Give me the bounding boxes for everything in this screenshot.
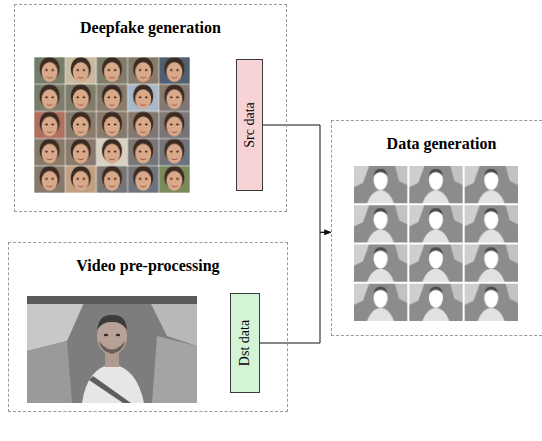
dashed-stage-box: Video pre-processingDst data (8, 242, 288, 412)
stage-title: Data generation (332, 135, 542, 153)
flow-connector (260, 232, 331, 343)
generated-face-grid (353, 165, 519, 322)
bar-label: Src data (242, 102, 258, 147)
stage-title: Video pre-processing (9, 257, 287, 275)
face-tiles (34, 57, 190, 193)
grid-ground (34, 57, 190, 193)
data-bar: Dst data (230, 293, 260, 393)
dashed-stage-box: Data generation (331, 120, 542, 336)
stage-title: Deepfake generation (15, 19, 286, 37)
face-grid-image (34, 57, 190, 193)
driver-body (82, 364, 144, 403)
data-tiles (353, 165, 519, 322)
driver-video-frame (27, 296, 197, 403)
dashed-stage-box: Deepfake generationSrc data (14, 4, 287, 212)
data-bar: Src data (236, 59, 263, 191)
bar-label: Dst data (237, 320, 253, 366)
flow-connector (263, 125, 331, 232)
